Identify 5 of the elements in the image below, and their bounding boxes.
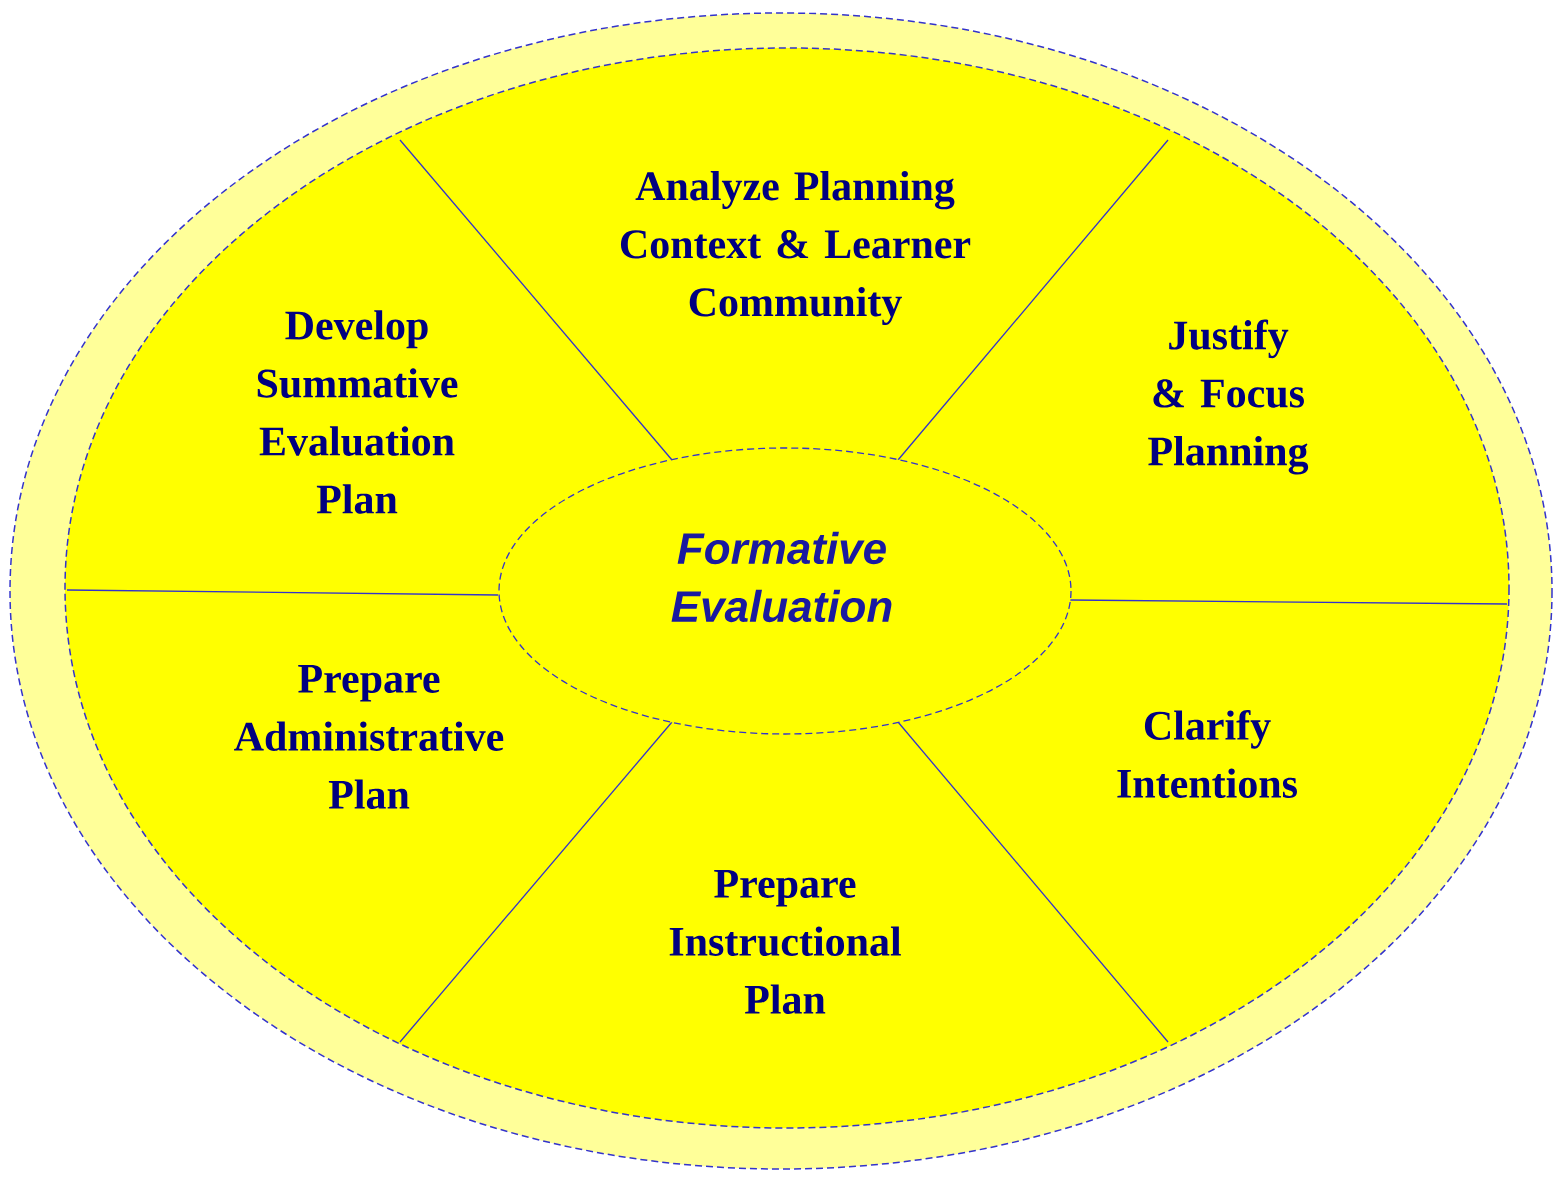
sector-label: Develop Summative Evaluation Plan bbox=[257, 310, 458, 514]
sector-label: Clarify Intentions bbox=[1117, 710, 1297, 798]
sector-label: Prepare Instructional Plan bbox=[669, 870, 901, 1014]
sector-label: Analyze Planning Context & Learner Community bbox=[620, 170, 971, 326]
sector-label: Justify & Focus Planning bbox=[1148, 319, 1309, 475]
